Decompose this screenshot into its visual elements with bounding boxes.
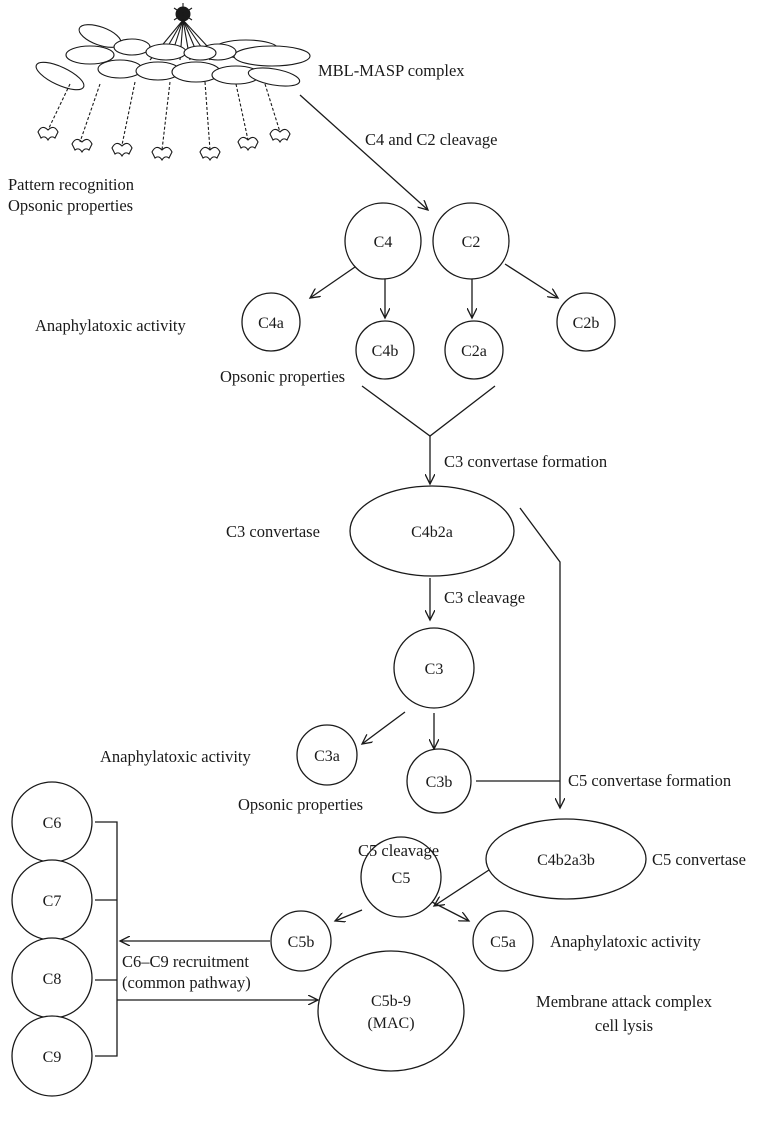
- masp-ellipses: [35, 24, 311, 91]
- label-recruitment-line1: C6–C9 recruitment: [122, 952, 249, 971]
- nodes: C4 C2 C4a C4b C2a C2b C4b2a C3: [11, 202, 647, 1097]
- node-c5b: C5b: [270, 910, 332, 972]
- node-c6: C6: [11, 781, 93, 863]
- node-c3a: C3a: [296, 724, 358, 786]
- label-recruitment-line2: (common pathway): [122, 973, 251, 992]
- edge-c5-to-c5a: [431, 901, 469, 921]
- label-opsonic-c3b: Opsonic properties: [238, 795, 363, 814]
- node-c8: C8: [11, 937, 93, 1019]
- label-anaphylatoxic-c4a: Anaphylatoxic activity: [35, 316, 186, 335]
- edges: [95, 94, 560, 1057]
- node-c4a: C4a: [241, 292, 301, 352]
- node-c4b2a3b: C4b2a3b: [485, 818, 647, 900]
- node-c2b: C2b: [556, 292, 616, 352]
- node-c5b9-mac: C5b-9 (MAC): [317, 950, 465, 1072]
- node-c4-label: C4: [374, 234, 393, 251]
- edge-c5-to-c5b: [335, 909, 363, 921]
- label-c3-convertase: C3 convertase: [226, 522, 320, 541]
- node-c3b: C3b: [406, 748, 472, 814]
- label-mbl-masp-complex: MBL-MASP complex: [318, 61, 465, 80]
- node-c5-label: C5: [392, 870, 411, 887]
- node-c4b-label: C4b: [372, 343, 399, 360]
- node-c4b: C4b: [355, 320, 415, 380]
- node-c7-label: C7: [43, 893, 62, 910]
- node-c5b-label: C5b: [288, 934, 315, 951]
- label-opsonic-c4b: Opsonic properties: [220, 367, 345, 386]
- node-c5b9-label: C5b-9: [371, 993, 411, 1010]
- label-opsonic-properties-top: Opsonic properties: [8, 196, 133, 215]
- node-c6-label: C6: [43, 815, 62, 832]
- node-c2a: C2a: [444, 320, 504, 380]
- node-c3a-label: C3a: [314, 748, 340, 765]
- node-c9: C9: [11, 1015, 93, 1097]
- edge-c4-to-c4a: [310, 266, 356, 298]
- node-c3-label: C3: [425, 661, 444, 678]
- bracket-c6-c9: [95, 821, 118, 1057]
- node-c2-label: C2: [462, 234, 481, 251]
- node-c4b2a-label: C4b2a: [411, 524, 453, 541]
- node-c4a-label: C4a: [258, 315, 284, 332]
- node-c5: C5: [360, 836, 442, 918]
- label-anaphylatoxic-c3a: Anaphylatoxic activity: [100, 747, 251, 766]
- label-c5-convertase: C5 convertase: [652, 850, 746, 869]
- node-c3: C3: [393, 627, 475, 709]
- complex-head-icon: [173, 3, 193, 25]
- mbl-masp-complex-illustration: [35, 3, 311, 162]
- edge-c3-to-c3a: [362, 711, 406, 744]
- label-membrane-attack-complex: Membrane attack complex: [536, 992, 713, 1011]
- label-c3-cleavage: C3 cleavage: [444, 588, 525, 607]
- node-c2: C2: [432, 202, 510, 280]
- labels: MBL-MASP complex C4 and C2 cleavage Patt…: [8, 61, 746, 1035]
- label-cell-lysis: cell lysis: [595, 1016, 653, 1035]
- label-anaphylatoxic-c5a: Anaphylatoxic activity: [550, 932, 701, 951]
- edge-c4b2a3b-to-c5: [434, 867, 493, 906]
- node-c3b-label: C3b: [426, 774, 453, 791]
- helical-arms: [47, 81, 281, 151]
- node-c2b-label: C2b: [573, 315, 600, 332]
- label-c5-convertase-formation: C5 convertase formation: [568, 771, 731, 790]
- edge-c4b2a-to-c4b2a3b: [519, 507, 560, 808]
- edge-mbl-to-c4c2: [299, 94, 428, 210]
- node-c4b2a: C4b2a: [349, 485, 515, 577]
- node-c8-label: C8: [43, 971, 62, 988]
- node-c2a-label: C2a: [461, 343, 487, 360]
- node-c5a: C5a: [472, 910, 534, 972]
- node-mac-label: (MAC): [367, 1015, 414, 1032]
- node-c5a-label: C5a: [490, 934, 516, 951]
- node-c4b2a3b-label: C4b2a3b: [537, 852, 595, 869]
- edge-merge-c4b-c2a: [361, 385, 496, 437]
- recognition-domains: [37, 126, 291, 162]
- node-c7: C7: [11, 859, 93, 941]
- edge-c2-to-c2b: [504, 263, 558, 298]
- label-c4-c2-cleavage: C4 and C2 cleavage: [365, 130, 497, 149]
- node-c4: C4: [344, 202, 422, 280]
- node-c9-label: C9: [43, 1049, 62, 1066]
- label-pattern-recognition: Pattern recognition: [8, 175, 134, 194]
- label-c5-cleavage: C5 cleavage: [358, 841, 439, 860]
- label-c3-convertase-formation: C3 convertase formation: [444, 452, 607, 471]
